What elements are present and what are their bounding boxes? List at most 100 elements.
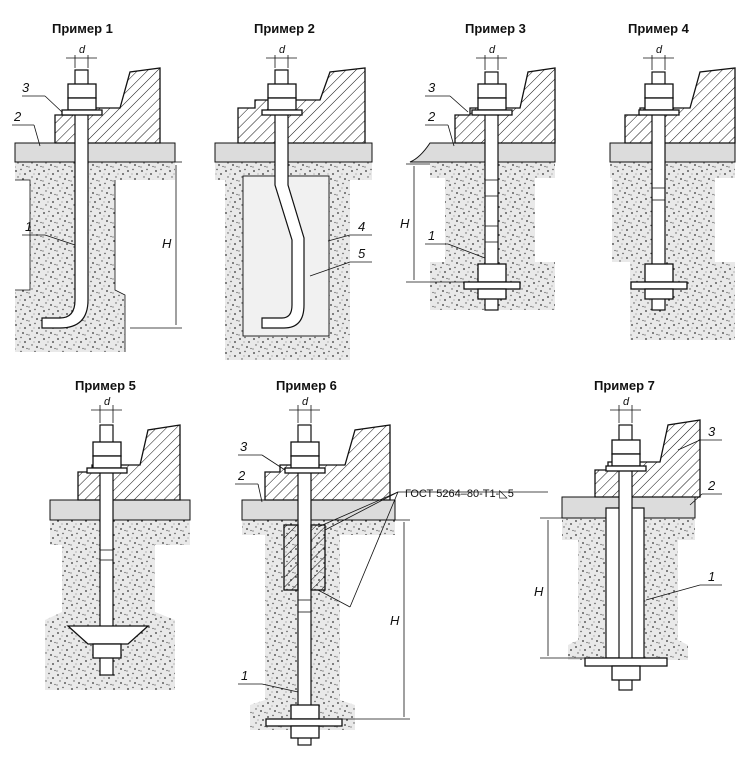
anchor-nut bbox=[644, 263, 674, 283]
dim-d-label: d bbox=[279, 44, 286, 56]
sleeve-right bbox=[310, 524, 326, 591]
anchor-bolt bbox=[618, 424, 633, 691]
anchor-nut bbox=[290, 704, 320, 720]
anchor-bolt bbox=[484, 71, 499, 311]
dim-H-label: H bbox=[534, 584, 544, 599]
nut-lower bbox=[290, 455, 320, 469]
nut-lower bbox=[611, 453, 641, 467]
example-3: Пример 3 d H 3 2 1 bbox=[400, 21, 556, 311]
label-2: 2 bbox=[707, 478, 716, 493]
anchor-plate bbox=[265, 718, 343, 727]
dim-d-label: d bbox=[623, 396, 630, 408]
anchor-cone-plate bbox=[66, 625, 150, 645]
weld-leader-1 bbox=[317, 491, 399, 528]
label-3: 3 bbox=[708, 424, 716, 439]
example-4: Пример 4 d bbox=[609, 21, 736, 340]
dim-H-label: H bbox=[400, 216, 410, 231]
weld-leader-2 bbox=[324, 491, 399, 531]
anchor-bolt bbox=[261, 69, 305, 329]
anchor-plate bbox=[630, 281, 688, 290]
nut-lower bbox=[267, 97, 297, 111]
concrete-foundation bbox=[410, 162, 555, 310]
nut-upper bbox=[477, 83, 507, 99]
dim-H-label: H bbox=[162, 236, 172, 251]
grout-layer bbox=[214, 142, 373, 163]
example-7: Пример 7 d H 3 2 1 bbox=[534, 378, 722, 691]
dim-d-label: d bbox=[489, 44, 496, 56]
anchor-bolt bbox=[651, 71, 666, 311]
washer bbox=[61, 109, 103, 116]
anchor-nut-lower bbox=[477, 288, 507, 300]
nut-lower bbox=[477, 97, 507, 111]
nut-upper bbox=[92, 441, 122, 457]
equipment-base bbox=[624, 67, 736, 144]
concrete-foundation bbox=[45, 520, 190, 690]
nut-upper bbox=[67, 83, 97, 99]
nut-upper bbox=[611, 439, 641, 455]
anchor-nut-lower bbox=[644, 288, 674, 300]
dim-d-label: d bbox=[104, 396, 111, 408]
label-1: 1 bbox=[25, 219, 32, 234]
nut-upper bbox=[267, 83, 297, 99]
grout-layer bbox=[409, 142, 556, 163]
nut-upper bbox=[644, 83, 674, 99]
example-6-title: Пример 6 bbox=[276, 378, 337, 393]
label-3: 3 bbox=[240, 439, 248, 454]
dim-d-label: d bbox=[656, 44, 663, 56]
dim-H-label: H bbox=[390, 613, 400, 628]
example-4-title: Пример 4 bbox=[628, 21, 690, 36]
example-2-title: Пример 2 bbox=[254, 21, 315, 36]
washer bbox=[471, 109, 513, 116]
concrete-foundation bbox=[15, 162, 175, 352]
anchor-bolt bbox=[41, 69, 89, 329]
anchor-nut bbox=[611, 665, 641, 681]
anchor-plate bbox=[463, 281, 521, 290]
dim-d-label: d bbox=[302, 396, 309, 408]
example-1-title: Пример 1 bbox=[52, 21, 113, 36]
label-2: 2 bbox=[13, 109, 22, 124]
example-3-title: Пример 3 bbox=[465, 21, 526, 36]
equipment-base bbox=[264, 424, 391, 501]
anchor-nut bbox=[477, 263, 507, 283]
washer bbox=[86, 467, 128, 474]
label-1: 1 bbox=[428, 228, 435, 243]
nut-lower bbox=[67, 97, 97, 111]
concrete-foundation bbox=[242, 520, 395, 730]
example-5-title: Пример 5 bbox=[75, 378, 136, 393]
example-1: Пример 1 d H 3 2 1 bbox=[12, 21, 182, 352]
grout-layer bbox=[49, 499, 191, 521]
label-3: 3 bbox=[22, 80, 30, 95]
anchor-nut-lower bbox=[290, 725, 320, 739]
nut-lower bbox=[644, 97, 674, 111]
label-3: 3 bbox=[428, 80, 436, 95]
washer bbox=[261, 109, 303, 116]
weld-leader-3 bbox=[317, 589, 351, 608]
example-7-title: Пример 7 bbox=[594, 378, 655, 393]
grout-layer bbox=[609, 142, 736, 163]
dim-d-label: d bbox=[79, 44, 86, 56]
grout-layer bbox=[14, 142, 176, 163]
concrete-foundation bbox=[610, 162, 735, 340]
label-1: 1 bbox=[241, 668, 248, 683]
example-5: Пример 5 d bbox=[45, 378, 191, 690]
label-5: 5 bbox=[358, 246, 366, 261]
label-2: 2 bbox=[427, 109, 436, 124]
washer bbox=[284, 467, 326, 474]
label-2: 2 bbox=[237, 468, 246, 483]
weld-note: ГОСТ 5264–80-Т1-◺5 bbox=[405, 488, 514, 500]
nut-lower bbox=[92, 455, 122, 469]
nut-upper bbox=[290, 441, 320, 457]
label-1: 1 bbox=[708, 569, 715, 584]
washer bbox=[605, 465, 647, 472]
weld-leader-4 bbox=[349, 491, 399, 608]
equipment-base bbox=[237, 67, 366, 144]
label-4: 4 bbox=[358, 219, 365, 234]
anchor-nut bbox=[92, 643, 122, 659]
equipment-base bbox=[594, 419, 701, 498]
example-2: Пример 2 d 4 5 bbox=[214, 21, 373, 360]
example-6: Пример 6 d ГОСТ 5264–80-Т1-◺5 H 3 2 bbox=[235, 378, 548, 746]
washer bbox=[638, 109, 680, 116]
sleeve-left bbox=[283, 524, 299, 591]
anchor-plate bbox=[584, 657, 668, 667]
